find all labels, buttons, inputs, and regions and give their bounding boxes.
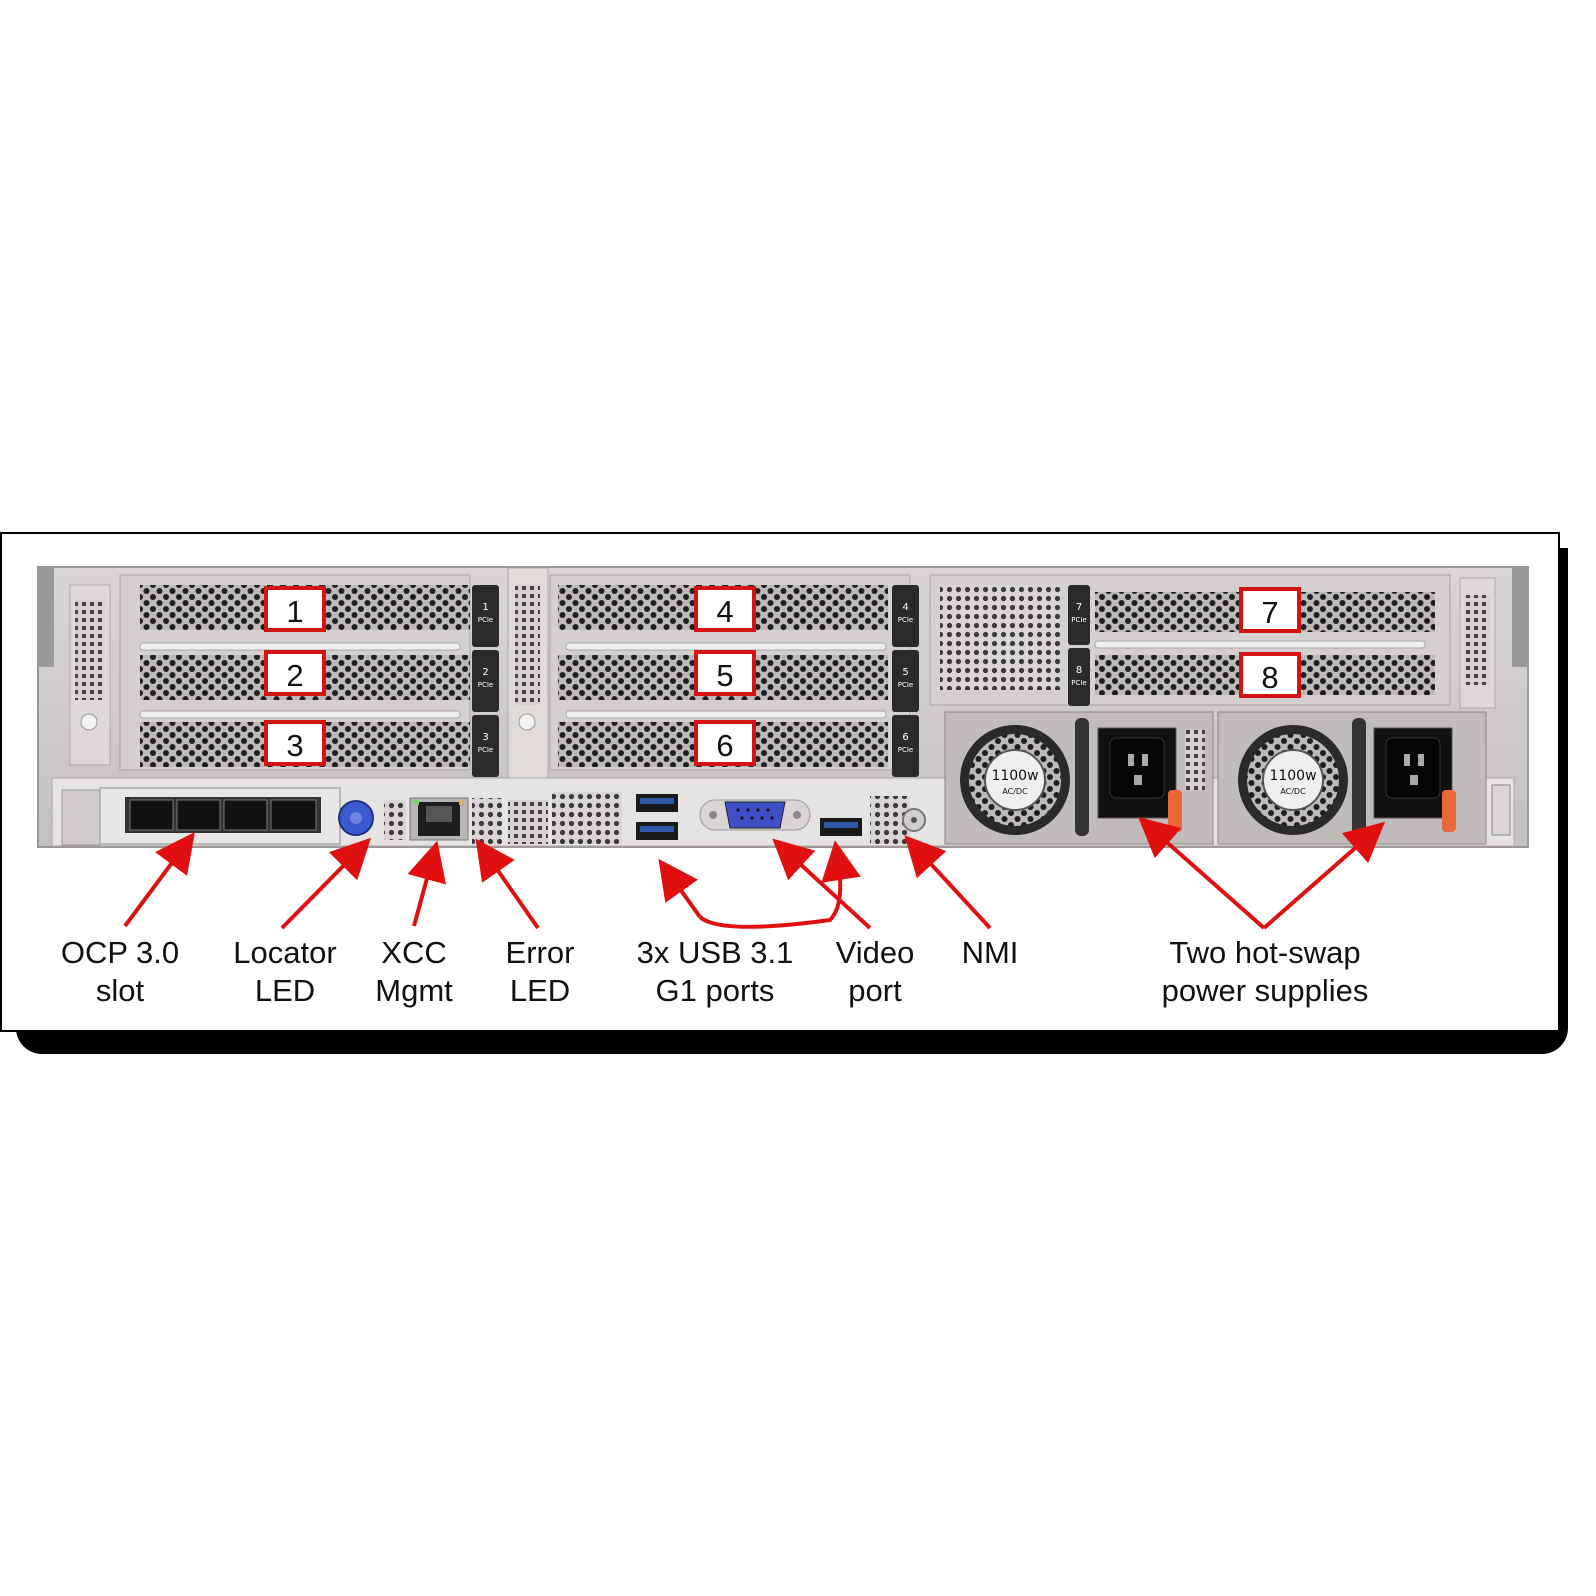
arrow-usb-right <box>698 840 861 929</box>
left-bracket <box>69 584 111 766</box>
svg-text:AC/DC: AC/DC <box>1280 787 1306 796</box>
svg-text:8: 8 <box>1076 665 1082 676</box>
nmi-button <box>902 808 926 832</box>
svg-text:PCIe: PCIe <box>478 746 493 754</box>
label-xcc-mgmt: XCC Mgmt <box>354 934 474 1010</box>
svg-text:2: 2 <box>482 667 488 678</box>
svg-text:4: 4 <box>902 602 908 613</box>
pcie-tab-5: 5 PCIe <box>892 650 919 712</box>
svg-text:4: 4 <box>716 594 733 629</box>
arrow-psu-2 <box>1262 821 1386 930</box>
slot-1-callout: 1 <box>264 586 326 632</box>
label-locator-line1: Locator <box>233 935 337 970</box>
svg-text:7: 7 <box>1076 602 1082 613</box>
label-video-port: Video port <box>815 934 935 1010</box>
arrow-video <box>772 838 872 930</box>
slot-8-callout: 8 <box>1239 652 1301 698</box>
arrow-locator <box>280 837 372 930</box>
riser-3-vent <box>940 585 1060 690</box>
usb-port-right <box>820 818 862 836</box>
label-error-line2: LED <box>509 973 571 1008</box>
riser-3-cage <box>929 574 1496 709</box>
power-supply-2: 1100w AC/DC <box>1217 711 1511 845</box>
slot-5-callout: 5 <box>694 650 756 696</box>
arrow-nmi <box>904 835 992 930</box>
xcc-mgmt-port <box>409 797 469 841</box>
svg-text:2: 2 <box>286 658 303 693</box>
arrow-ocp <box>123 831 195 928</box>
ocp-slot <box>61 787 341 846</box>
svg-text:1100w: 1100w <box>1269 768 1316 784</box>
svg-text:PCIe: PCIe <box>1071 616 1086 624</box>
power-supply-1: 1100w AC/DC <box>944 711 1214 845</box>
rear-vent-a <box>384 800 406 840</box>
svg-text:6: 6 <box>716 728 733 763</box>
label-xcc-line2: Mgmt <box>375 973 453 1008</box>
riser-divider <box>507 567 549 779</box>
label-usb-ports: 3x USB 3.1 G1 ports <box>615 934 815 1010</box>
rear-vent-c <box>552 792 622 844</box>
label-ocp-line2: slot <box>95 973 145 1008</box>
svg-text:3: 3 <box>482 732 488 743</box>
pcie-tab-7: 7 PCIe <box>1068 585 1090 645</box>
svg-text:1: 1 <box>482 602 488 613</box>
label-psu-line1: Two hot-swap <box>1169 935 1361 970</box>
label-power-supplies: Two hot-swap power supplies <box>1130 934 1400 1010</box>
slot-4-callout: 4 <box>694 586 756 632</box>
svg-text:7: 7 <box>1261 595 1278 630</box>
slot-2-callout: 2 <box>264 650 326 696</box>
label-psu-line2: power supplies <box>1161 973 1369 1008</box>
label-nmi: NMI <box>945 934 1035 972</box>
label-usb-line2: G1 ports <box>655 973 775 1008</box>
label-ocp-line1: OCP 3.0 <box>60 935 180 970</box>
label-video-line1: Video <box>835 935 915 970</box>
svg-text:6: 6 <box>902 732 908 743</box>
pcie-tab-4: 4 PCIe <box>892 585 919 647</box>
svg-text:PCIe: PCIe <box>898 746 913 754</box>
pcie-tab-6: 6 PCIe <box>892 715 919 777</box>
label-error-line1: Error <box>505 935 575 970</box>
callout-arrows <box>123 816 1386 930</box>
pcie-tab-1: 1 PCIe <box>472 585 499 647</box>
svg-text:5: 5 <box>902 667 908 678</box>
svg-text:PCIe: PCIe <box>478 681 493 689</box>
video-port <box>699 799 811 831</box>
label-xcc-line1: XCC <box>381 935 447 970</box>
label-locator-led: Locator LED <box>215 934 355 1010</box>
locator-led <box>338 800 374 836</box>
label-locator-line2: LED <box>254 973 316 1008</box>
slot-6-callout: 6 <box>694 720 756 766</box>
label-usb-line1: 3x USB 3.1 <box>636 935 794 970</box>
pcie-tab-2: 2 PCIe <box>472 650 499 712</box>
arrow-xcc <box>407 840 447 927</box>
slot-3-callout: 3 <box>264 720 326 766</box>
svg-text:PCIe: PCIe <box>478 616 493 624</box>
label-ocp-slot: OCP 3.0 slot <box>40 934 200 1010</box>
arrow-error <box>475 838 540 930</box>
pcie-tab-3: 3 PCIe <box>472 715 499 777</box>
svg-text:PCIe: PCIe <box>1071 679 1086 687</box>
svg-text:8: 8 <box>1261 660 1278 695</box>
arrow-usb-left <box>658 858 702 919</box>
svg-text:3: 3 <box>286 728 303 763</box>
svg-text:5: 5 <box>716 658 733 693</box>
slot-7-callout: 7 <box>1239 587 1301 633</box>
usb-ports-left <box>636 794 678 840</box>
svg-text:AC/DC: AC/DC <box>1002 787 1028 796</box>
svg-text:1100w: 1100w <box>991 768 1038 784</box>
svg-text:PCIe: PCIe <box>898 681 913 689</box>
label-video-line2: port <box>848 973 902 1008</box>
label-nmi-line1: NMI <box>961 935 1019 970</box>
arrow-psu-1 <box>1138 816 1266 930</box>
label-error-led: Error LED <box>480 934 600 1010</box>
error-led-area <box>472 798 502 844</box>
rear-vent-b <box>508 800 548 844</box>
svg-text:PCIe: PCIe <box>898 616 913 624</box>
pcie-tab-8: 8 PCIe <box>1068 648 1090 706</box>
svg-text:1: 1 <box>286 594 303 629</box>
